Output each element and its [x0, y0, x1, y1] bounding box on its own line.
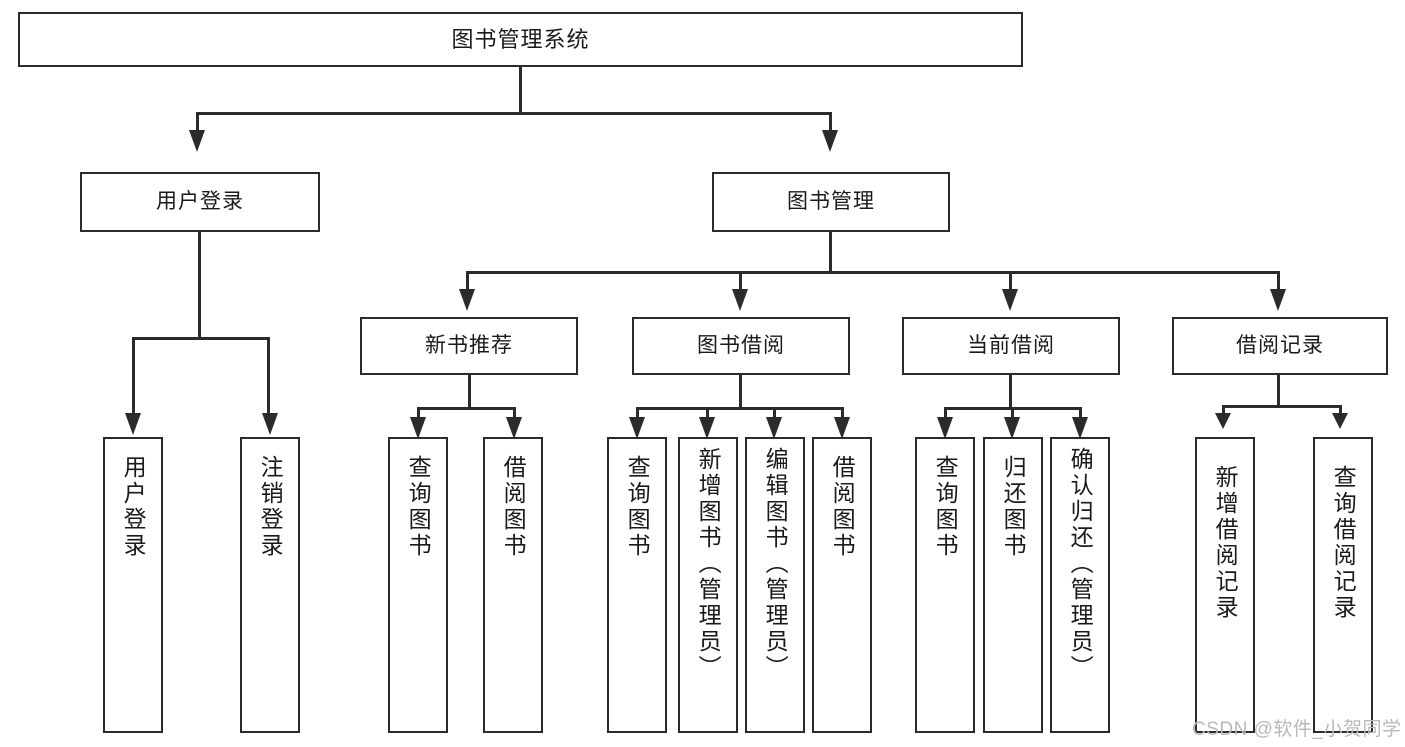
- node-leaf-confirm-return-label: 确认归还（管理员）: [1067, 447, 1094, 681]
- node-book-borrow[interactable]: 图书借阅: [632, 317, 850, 375]
- connector-bookmanage-drop-2: [739, 271, 742, 291]
- arrow-to-leaf-borrow-book-1: [506, 417, 522, 439]
- connector-bookmanage-stem: [829, 232, 832, 271]
- arrow-to-leaf-query-book-2: [629, 417, 645, 439]
- connector-currentborrow-stem: [1009, 375, 1012, 407]
- connector-newbook-drop-2: [513, 407, 516, 419]
- arrow-to-new-book-recommend: [459, 289, 475, 311]
- connector-root-drop-right: [829, 112, 832, 132]
- arrow-to-book-manage: [822, 130, 838, 152]
- connector-root-bar: [196, 112, 832, 115]
- node-book-borrow-label: 图书借阅: [697, 333, 785, 357]
- node-leaf-query-book-3[interactable]: 查询图书: [915, 437, 975, 733]
- node-leaf-query-book-2-label: 查询图书: [624, 455, 651, 559]
- node-leaf-query-book-3-label: 查询图书: [932, 455, 959, 559]
- node-leaf-borrow-book-1-label: 借阅图书: [500, 455, 527, 559]
- arrow-to-leaf-query-book-3: [937, 417, 953, 439]
- arrow-to-current-borrow: [1002, 289, 1018, 311]
- node-leaf-add-record-label: 新增借阅记录: [1212, 465, 1239, 621]
- connector-bookborrow-drop-3: [773, 407, 776, 419]
- node-current-borrow-label: 当前借阅: [967, 333, 1055, 357]
- connector-borrowrecord-drop-1: [1222, 405, 1225, 415]
- node-leaf-query-book-1[interactable]: 查询图书: [388, 437, 448, 733]
- node-leaf-borrow-book-2[interactable]: 借阅图书: [812, 437, 872, 733]
- node-leaf-add-book[interactable]: 新增图书（管理员）: [678, 437, 738, 733]
- arrow-to-leaf-logout: [262, 413, 278, 435]
- connector-bookmanage-drop-3: [1009, 271, 1012, 291]
- node-leaf-query-book-2[interactable]: 查询图书: [607, 437, 667, 733]
- node-leaf-borrow-book-2-label: 借阅图书: [829, 455, 856, 559]
- arrow-to-user-login: [189, 130, 205, 152]
- node-borrow-record-label: 借阅记录: [1236, 333, 1324, 357]
- connector-bookborrow-drop-4: [841, 407, 844, 419]
- connector-userlogin-stem: [198, 232, 201, 337]
- connector-userlogin-drop-1: [132, 337, 135, 415]
- connector-userlogin-bar: [132, 337, 269, 340]
- node-root-label: 图书管理系统: [451, 26, 590, 52]
- node-leaf-logout-label: 注销登录: [257, 455, 284, 559]
- connector-bookborrow-drop-2: [706, 407, 709, 419]
- node-new-book-recommend-label: 新书推荐: [425, 333, 513, 357]
- node-leaf-add-book-label: 新增图书（管理员）: [695, 447, 722, 681]
- node-leaf-confirm-return[interactable]: 确认归还（管理员）: [1050, 437, 1110, 733]
- connector-root-drop-left: [196, 112, 199, 132]
- connector-bookborrow-bar: [636, 407, 844, 410]
- node-leaf-query-record[interactable]: 查询借阅记录: [1313, 437, 1373, 733]
- connector-bookmanage-bar: [466, 271, 1278, 274]
- node-leaf-user-login[interactable]: 用户登录: [103, 437, 163, 733]
- connector-bookborrow-drop-1: [636, 407, 639, 419]
- connector-bookmanage-drop-4: [1277, 271, 1280, 291]
- connector-bookborrow-stem: [739, 375, 742, 407]
- connector-currentborrow-drop-3: [1079, 407, 1082, 419]
- node-current-borrow[interactable]: 当前借阅: [902, 317, 1120, 375]
- node-leaf-return-book[interactable]: 归还图书: [983, 437, 1043, 733]
- arrow-to-leaf-confirm-return: [1072, 417, 1088, 439]
- node-leaf-edit-book[interactable]: 编辑图书（管理员）: [745, 437, 805, 733]
- arrow-to-leaf-edit-book: [766, 417, 782, 439]
- node-user-login[interactable]: 用户登录: [80, 172, 320, 232]
- arrow-to-leaf-borrow-book-2: [834, 417, 850, 439]
- node-leaf-add-record[interactable]: 新增借阅记录: [1195, 437, 1255, 733]
- node-book-manage-label: 图书管理: [787, 189, 875, 213]
- connector-newbook-bar: [417, 407, 516, 410]
- node-leaf-borrow-book-1[interactable]: 借阅图书: [483, 437, 543, 733]
- node-leaf-return-book-label: 归还图书: [1000, 455, 1027, 559]
- arrow-to-leaf-return-book: [1004, 417, 1020, 439]
- node-root-system[interactable]: 图书管理系统: [18, 12, 1023, 67]
- arrow-to-leaf-query-book-1: [410, 417, 426, 439]
- connector-borrowrecord-drop-2: [1339, 405, 1342, 415]
- node-book-manage[interactable]: 图书管理: [712, 172, 950, 232]
- node-borrow-record[interactable]: 借阅记录: [1172, 317, 1388, 375]
- connector-borrowrecord-bar: [1222, 405, 1342, 408]
- node-leaf-query-book-1-label: 查询图书: [405, 455, 432, 559]
- node-leaf-query-record-label: 查询借阅记录: [1330, 465, 1357, 621]
- connector-root-stem: [519, 67, 522, 112]
- node-leaf-user-login-label: 用户登录: [120, 455, 147, 559]
- node-leaf-logout[interactable]: 注销登录: [240, 437, 300, 733]
- arrow-to-leaf-user-login: [125, 413, 141, 435]
- arrow-to-book-borrow: [732, 289, 748, 311]
- arrow-to-leaf-query-record: [1332, 413, 1348, 429]
- arrow-to-leaf-add-book: [699, 417, 715, 439]
- csdn-watermark: CSDN @软件_小贺同学: [1192, 719, 1402, 740]
- connector-userlogin-drop-2: [267, 337, 270, 415]
- connector-newbook-drop-1: [417, 407, 420, 419]
- node-user-login-label: 用户登录: [156, 189, 244, 213]
- connector-bookmanage-drop-1: [466, 271, 469, 291]
- connector-currentborrow-drop-1: [944, 407, 947, 419]
- arrow-to-borrow-record: [1270, 289, 1286, 311]
- connector-currentborrow-drop-2: [1011, 407, 1014, 419]
- connector-borrowrecord-stem: [1277, 375, 1280, 405]
- node-leaf-edit-book-label: 编辑图书（管理员）: [762, 447, 789, 681]
- node-new-book-recommend[interactable]: 新书推荐: [360, 317, 578, 375]
- arrow-to-leaf-add-record: [1215, 413, 1231, 429]
- connector-newbook-stem: [468, 375, 471, 407]
